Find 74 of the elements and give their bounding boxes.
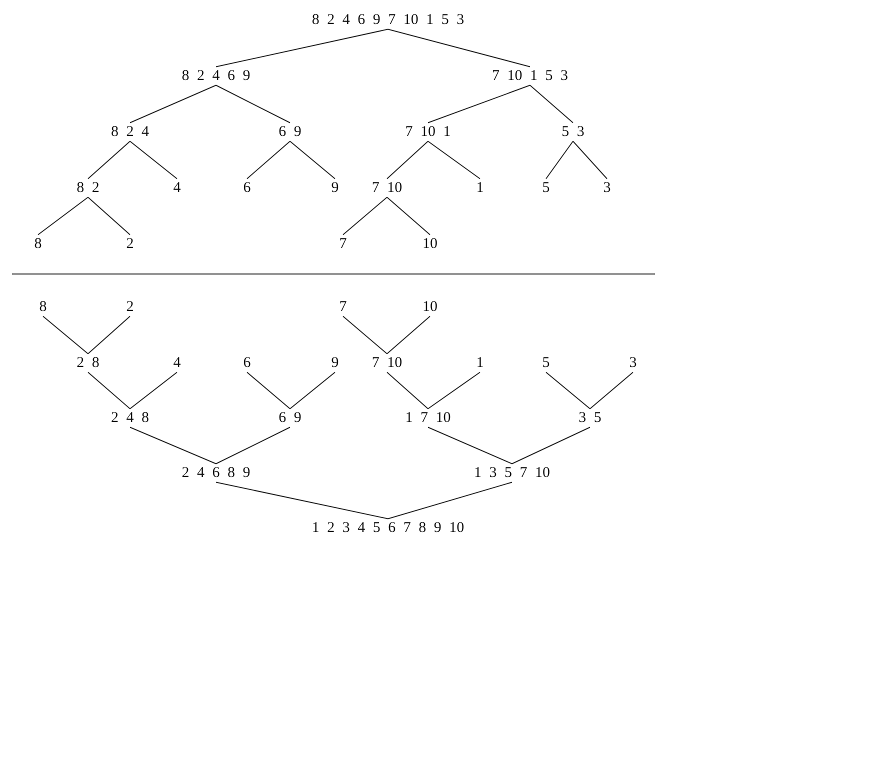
sequence-label: 8 2 4 [109, 122, 151, 142]
connector-line [246, 140, 290, 180]
sequence-label: 2 8 [74, 354, 102, 372]
sequence-label: 6 9 [276, 408, 304, 428]
sequence-label: 10 [420, 298, 440, 316]
connector-line [546, 372, 590, 410]
connector-line [386, 316, 430, 354]
connector-line [216, 84, 290, 124]
sequence-label: 3 [627, 354, 639, 372]
connector-line [38, 196, 88, 236]
sequence-label: 2 [124, 298, 136, 316]
sequence-label: 8 [32, 234, 44, 254]
sequence-label: 6 9 [276, 122, 304, 142]
sequence-label: 2 4 8 [109, 408, 151, 428]
connector-line [88, 196, 130, 236]
connector-line [290, 372, 336, 410]
sequence-label: 2 [124, 234, 136, 254]
connector-line [388, 482, 512, 520]
connector-line [342, 196, 388, 236]
sequence-label: 5 [540, 178, 552, 198]
sequence-label: 8 [37, 298, 49, 316]
sequence-label: 7 10 [370, 178, 404, 198]
connector-line [512, 426, 590, 464]
sequence-label: 7 10 [370, 354, 404, 372]
sequence-label: 8 2 [74, 178, 102, 198]
connector-line [130, 426, 216, 464]
sequence-label: 7 10 1 [403, 122, 453, 142]
sequence-label: 7 [337, 298, 349, 316]
connector-line [572, 140, 608, 180]
connector-line [88, 372, 130, 410]
connector-line [130, 140, 178, 180]
sequence-label: 1 2 3 4 5 6 7 8 9 10 [310, 518, 466, 538]
sequence-label: 6 [241, 178, 253, 198]
connector-line [590, 372, 634, 410]
sequence-label: 4 [171, 178, 183, 198]
sequence-label: 1 7 10 [403, 408, 453, 428]
sequence-label: 9 [329, 354, 341, 372]
connector-line [342, 316, 388, 354]
connector-line [88, 140, 130, 180]
sequence-label: 5 [540, 354, 552, 372]
sequence-label: 8 2 4 6 9 [180, 66, 252, 86]
connector-line [428, 140, 480, 180]
connector-line [428, 426, 512, 464]
sequence-label: 4 [171, 354, 183, 372]
sequence-label: 9 [329, 178, 341, 198]
connector-line [388, 28, 530, 68]
connector-line [428, 372, 480, 410]
connector-line [530, 84, 574, 124]
connector-line [386, 196, 430, 236]
connector-line [130, 372, 178, 410]
sequence-label: 10 [420, 234, 440, 254]
sequence-label: 7 [337, 234, 349, 254]
sequence-label: 5 3 [560, 122, 586, 142]
connector-line [130, 84, 216, 124]
sequence-label: 1 3 5 7 10 [472, 464, 552, 482]
sequence-label: 8 2 4 6 9 7 10 1 5 3 [310, 10, 466, 30]
connector-line [246, 372, 290, 410]
connector-line [386, 372, 428, 410]
connector-line [546, 140, 574, 180]
connector-line [428, 84, 530, 124]
sequence-label: 7 10 1 5 3 [490, 66, 570, 86]
sequence-label: 1 [474, 354, 486, 372]
sequence-label: 3 5 [576, 408, 604, 428]
connector-line [42, 316, 88, 354]
connector-line [216, 28, 388, 68]
sequence-label: 6 [241, 354, 253, 372]
connector-line [216, 482, 388, 520]
connector-line [216, 426, 290, 464]
connector-line [88, 316, 130, 354]
sequence-label: 3 [601, 178, 613, 198]
sequence-label: 1 [474, 178, 486, 198]
connector-line [386, 140, 428, 180]
sequence-label: 2 4 6 8 9 [180, 464, 252, 482]
connector-line [290, 140, 336, 180]
